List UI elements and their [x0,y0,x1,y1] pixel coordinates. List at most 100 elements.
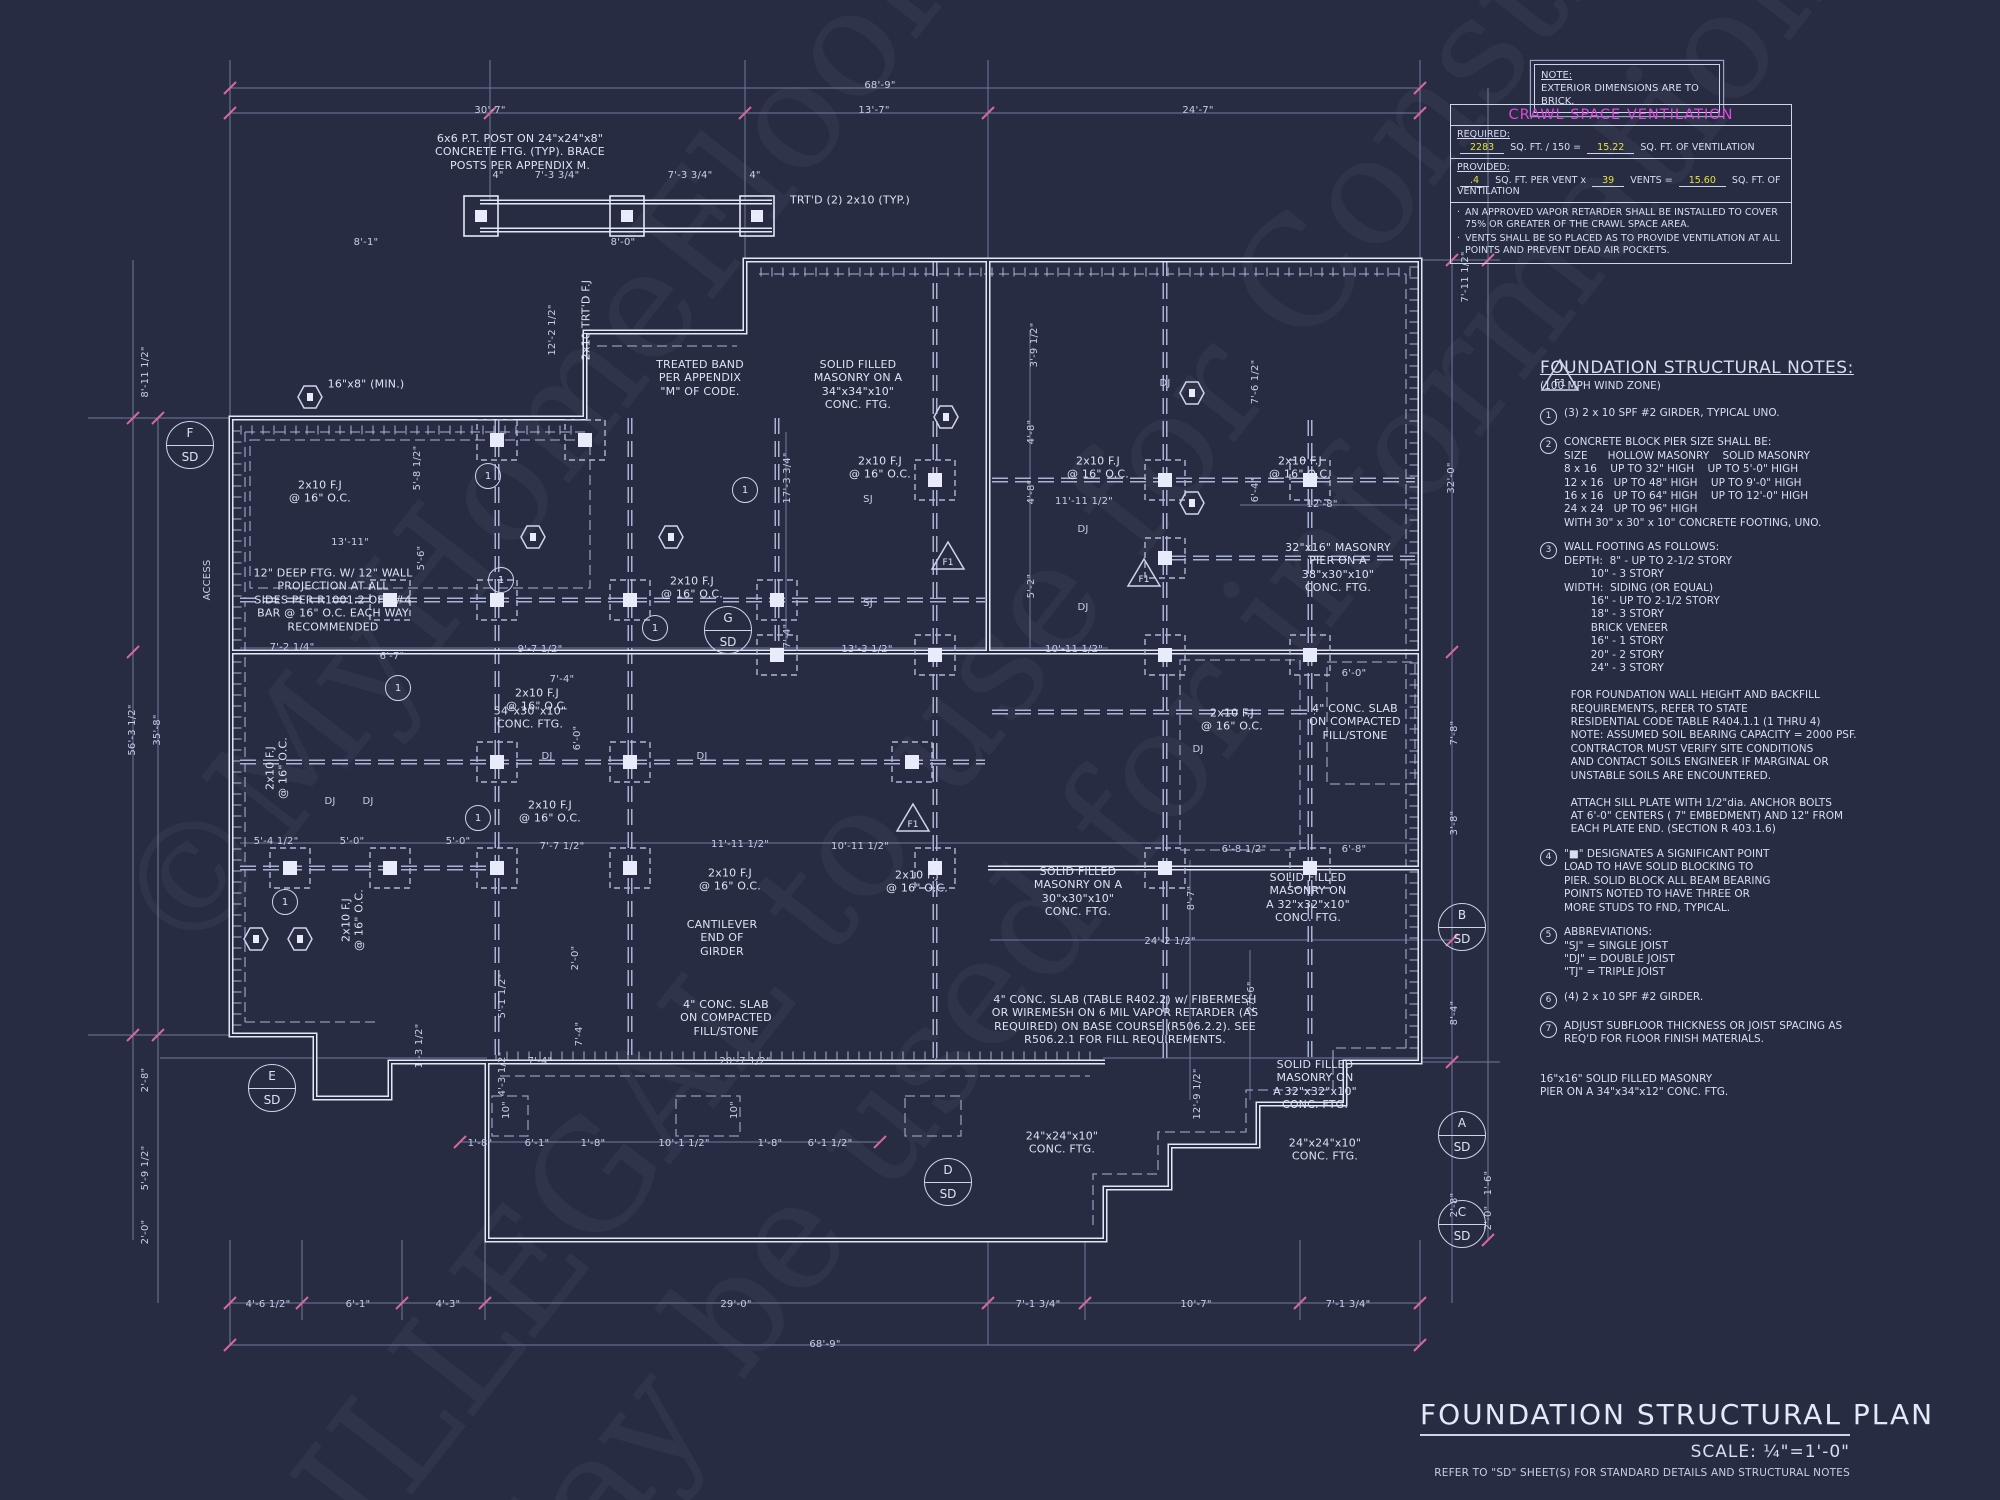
plan-dimension: 6'-1" [345,1298,371,1310]
plan-dimension: 24'-7" [1182,104,1214,116]
plan-dimension: 7'-3 3/4" [667,169,713,181]
notes-items: 1 (3) 2 x 10 SPF #2 GIRDER, TYPICAL UNO. 2… [1540,407,1890,1047]
sheet-scale: SCALE: ¼"=1'-0" [1690,1442,1850,1462]
plan-dimension: 5'-0" [445,835,471,847]
plan-annotation: 6x6 P.T. POST ON 24"x24"x8" CONCRETE FTG… [435,131,605,172]
plan-dimension: 12'-8" [1306,498,1338,510]
required-result-value: 15.22 [1587,142,1635,154]
plan-dimension: 5'-8 1/2" [411,445,423,491]
plan-dimension: 4" [749,169,761,181]
svg-text:F1: F1 [908,820,919,830]
plan-dimension: 13'-11" [331,536,369,548]
provided-per-vent-value: .4 [1460,175,1490,187]
plan-dimension: DJ [324,795,336,807]
note-text: (4) 2 x 10 SPF #2 GIRDER. [1564,990,1704,1003]
plan-dimension: 7'-4" [781,623,793,649]
provided-formula-2: VENTS = [1630,175,1673,186]
required-formula: SQ. FT. / 150 = [1510,142,1582,153]
sheet-reference-note: REFER TO "SD" SHEET(S) FOR STANDARD DETA… [1434,1467,1850,1479]
plan-dimension: 7'-3 3/4" [534,169,580,181]
plan-dimension: 10'-11 1/2" [831,840,889,852]
note-number-icon: 5 [1540,927,1557,945]
plan-annotation: 12" DEEP FTG. W/ 12" WALL PROJECTION AT … [253,566,413,634]
plan-dimension: 13'-3 1/2" [841,643,893,655]
f1-triangle-icon: F1 [1540,358,1580,391]
provided-result-value: 15.60 [1678,175,1726,187]
girder-callout-circle-icon: 1 [732,477,758,503]
note-text: (3) 2 x 10 SPF #2 GIRDER, TYPICAL UNO. [1564,407,1780,420]
plan-dimension: 56'-3 1/2" [126,704,138,756]
plan-dimension: 1'-3 1/2" [413,1023,425,1069]
plan-dimension: 68'-9" [809,1338,841,1350]
plan-dimension: 2'-0" [569,945,581,971]
plan-dimension: 3'-9 1/2" [1028,322,1040,368]
plan-dimension: 6'-8 1/2" [1221,843,1267,855]
plan-dimension: DJ [1077,523,1089,535]
plan-annotation: TRT'D (2) 2x10 (TYP.) [790,193,910,207]
plan-annotation: 2x10 F.J @ 16" O.C. [339,889,366,951]
plan-dimension: 7'-4" [549,673,575,685]
footing-dashed-lines [244,273,1416,1226]
notes-title: FOUNDATION STRUCTURAL NOTES: [1540,358,1854,378]
plan-annotation: TREATED BAND PER APPENDIX "M" OF CODE. [656,357,744,398]
bullet-icon: · [1457,207,1461,218]
plan-dimension: 1'-8" [757,1137,783,1149]
callout-letter: A [1457,1116,1467,1131]
note-number-icon: 2 [1540,437,1557,455]
provided-units: SQ. FT. OF VENTILATION [1457,175,1781,197]
plan-dimension: 2'-0" [139,1219,151,1245]
plan-dimension: 5'-6" [415,545,427,571]
plan-dimension: 35'-8" [151,714,163,746]
callout-sheet: SD [1439,1134,1485,1159]
crawl-space-ventilation-box: CRAWL SPACE VENTILATION REQUIRED: 2283 S… [1450,104,1792,264]
provided-formula: SQ. FT. PER VENT x [1495,175,1587,186]
plan-annotation: SOLID FILLED MASONRY ON A 34"x34"x10" CO… [813,358,903,412]
plan-dimension: SJ [863,493,873,505]
callout-letter: D [943,1163,953,1178]
note-number-icon: 7 [1540,1020,1557,1038]
plan-dimension: 6'-7" [379,650,405,662]
plan-dimension: 7'-2 1/4" [269,641,315,653]
girder-callout-circle-icon: 1 [475,463,501,489]
exterior-dimensions-note-box: NOTE: EXTERIOR DIMENSIONS ARE TO BRICK. [1534,64,1720,113]
plan-dimension: 6'-0" [571,725,583,751]
plan-dimension: 7'-8" [1448,720,1460,746]
plan-dimension: DJ [696,750,708,762]
callout-sheet: SD [1439,926,1485,951]
provided-label: PROVIDED: [1457,162,1510,173]
svg-text:F1: F1 [943,558,954,568]
section-callout-a: A SD [1438,1111,1486,1159]
plan-annotation: SOLID FILLED MASONRY ON A 32"x32"x10" CO… [1273,1058,1357,1112]
note-number-icon: 1 [1540,408,1557,426]
ventilation-bullet-text: AN APPROVED VAPOR RETARDER SHALL BE INST… [1465,207,1778,230]
callout-sheet: SD [167,444,213,469]
plan-dimension: 7'-4" [573,1021,585,1047]
ventilation-bullet-text: VENTS SHALL BE SO PLACED AS TO PROVIDE V… [1465,232,1780,256]
plan-dimension: 4'-6 1/2" [245,1298,291,1310]
title-block: FOUNDATION STRUCTURAL PLAN SCALE: ¼"=1'-… [1420,1398,1932,1479]
plan-dimension: 2'-8" [139,1067,151,1093]
plan-dimension: 10" [500,1101,512,1119]
plan-dimension: 4'-8" [1025,419,1037,445]
deck-posts [463,195,775,237]
girder-callout-circle-icon: 1 [385,675,411,701]
plan-dimension: 4'-3 1/2" [496,1051,508,1097]
joist-ticks [232,266,1419,1061]
plan-dimension: 29'-0" [720,1298,752,1310]
note-title: NOTE: [1541,70,1573,81]
plan-dimension: 3'-8" [1448,810,1460,836]
foundation-structural-notes-panel: FOUNDATION STRUCTURAL NOTES: (100 MPH WI… [1540,358,1890,1100]
callout-letter: G [723,611,733,626]
plan-dimension: 12'-2 1/2" [546,304,558,356]
ventilation-required-row: REQUIRED: 2283 SQ. FT. / 150 = 15.22 SQ.… [1451,126,1791,159]
